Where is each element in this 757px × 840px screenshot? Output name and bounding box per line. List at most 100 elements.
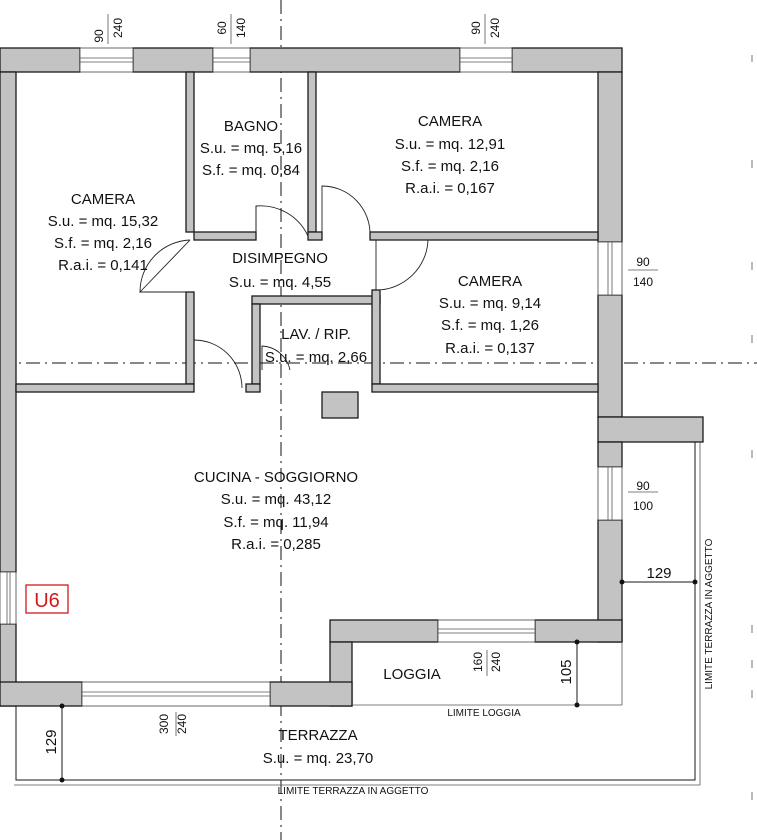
room-su: S.u. = mq. 2,66 [265,349,367,366]
bottom-wall-segment [269,681,353,707]
dim-loggia-height: 240 [489,652,503,672]
partition-wall [371,383,599,393]
right-wall-segment [597,294,623,418]
room-loggia: LOGGIA [383,666,441,683]
window-dimension-labels: 90 240 60 140 90 240 90 140 90 100 160 2… [92,18,653,734]
top-wall-segment [511,47,623,73]
top-wall-segment [132,47,214,73]
partition-wall [15,383,195,393]
dim-loggia-depth: 105 [558,659,575,684]
window-terrace [81,681,271,707]
partition-wall [307,231,323,241]
partition-wall [371,289,381,385]
door-camera-mid-right [375,239,430,291]
room-camera-mid-right: CAMERA S.u. = mq. 9,14 S.f. = mq. 1,26 R… [439,273,541,357]
room-su: S.u. = mq. 4,55 [229,274,331,291]
top-wall-segment [0,47,81,73]
room-rai: R.a.i. = 0,167 [405,180,495,197]
window-left-living [0,571,17,625]
window-bagno [212,47,251,73]
dim-bagno-height: 140 [234,18,248,38]
room-camera-left: CAMERA S.u. = mq. 15,32 S.f. = mq. 2,16 … [48,191,159,274]
room-sf: S.f. = mq. 0,84 [202,162,300,179]
room-disimpegno: DISIMPEGNO S.u. = mq. 4,55 [229,250,331,291]
window-right-cucina [597,466,623,521]
unit-badge-label: U6 [34,590,60,612]
partition-wall [307,71,317,233]
room-su: S.u. = mq. 9,14 [439,295,541,312]
dim-top-right-width: 90 [469,21,483,35]
terrace-outline [15,442,696,781]
dimension-lines [59,14,698,783]
loggia-wall [329,619,439,643]
door-camera-top-right [321,185,371,237]
dim-right-cucina-width: 90 [636,479,650,493]
pillar [321,391,359,419]
room-sf: S.f. = mq. 2,16 [54,235,152,252]
dim-terrace-height: 240 [175,714,189,734]
dim-right-camera-width: 90 [636,255,650,269]
partition-wall [245,383,261,393]
partition-wall [193,231,257,241]
room-name: CAMERA [71,191,135,208]
dim-loggia-width: 160 [471,652,485,672]
partition-wall [251,303,261,385]
room-bagno: BAGNO S.u. = mq. 5,16 S.f. = mq. 0,84 [200,118,302,179]
limit-terrace-side-label: LIMITE TERRAZZA IN AGGETTO [704,538,715,689]
room-cucina-soggiorno: CUCINA - SOGGIORNO S.u. = mq. 43,12 S.f.… [194,469,358,553]
room-sf: S.f. = mq. 1,26 [441,317,539,334]
room-sf: S.f. = mq. 2,16 [401,158,499,175]
room-rai: R.a.i. = 0,141 [58,257,148,274]
limit-terrace-bottom-label: LIMITE TERRAZZA IN AGGETTO [278,786,429,797]
dim-top-right-height: 240 [488,18,502,38]
walls [0,47,704,707]
room-lav-rip: LAV. / RIP. S.u. = mq. 2,66 [265,326,367,366]
dim-top-left-height: 240 [111,18,125,38]
room-name: CAMERA [458,273,522,290]
room-terrazza: TERRAZZA S.u. = mq. 23,70 [263,727,374,767]
room-su: S.u. = mq. 43,12 [221,491,332,508]
partition-wall [369,231,599,241]
bottom-wall-segment [0,681,83,707]
unit-badge-frame [25,584,69,614]
top-wall-segment [249,47,461,73]
room-name: BAGNO [224,118,278,135]
window-loggia [437,619,536,643]
room-name: TERRAZZA [278,727,357,744]
room-camera-top-right: CAMERA S.u. = mq. 12,91 S.f. = mq. 2,16 … [395,113,506,197]
window-top-left [79,47,134,73]
room-su: S.u. = mq. 23,70 [263,750,374,767]
right-wall-segment [597,71,623,243]
partition-wall [185,291,195,385]
dim-right-cucina-height: 100 [633,499,653,513]
dim-top-left-width: 90 [92,29,106,43]
windows [0,47,623,707]
window-right-camera [597,241,623,296]
dim-right-camera-height: 140 [633,275,653,289]
dim-right-overhang: 129 [646,565,671,582]
room-rai: R.a.i. = 0,137 [445,340,535,357]
room-su: S.u. = mq. 15,32 [48,213,159,230]
room-su: S.u. = mq. 5,16 [200,140,302,157]
room-rai: R.a.i. = 0,285 [231,536,321,553]
door-lav [261,345,291,371]
right-wall-segment [597,416,704,443]
limit-loggia-label: LIMITE LOGGIA [447,708,521,719]
door-bagno [255,205,309,237]
door-cucina [193,339,243,389]
window-top-right [459,47,513,73]
loggia-wall [534,619,623,643]
partition-wall [251,295,381,305]
room-name: CAMERA [418,113,482,130]
right-wall-segment [597,441,623,468]
room-name: CUCINA - SOGGIORNO [194,469,358,486]
doors [138,185,430,389]
partition-wall [185,71,195,233]
room-name: LAV. / RIP. [281,326,351,343]
unit-badge: U6 [25,584,69,614]
room-name: DISIMPEGNO [232,250,328,267]
dim-terrace-depth: 129 [43,729,60,754]
dim-bagno-width: 60 [215,21,229,35]
room-sf: S.f. = mq. 11,94 [223,514,328,531]
